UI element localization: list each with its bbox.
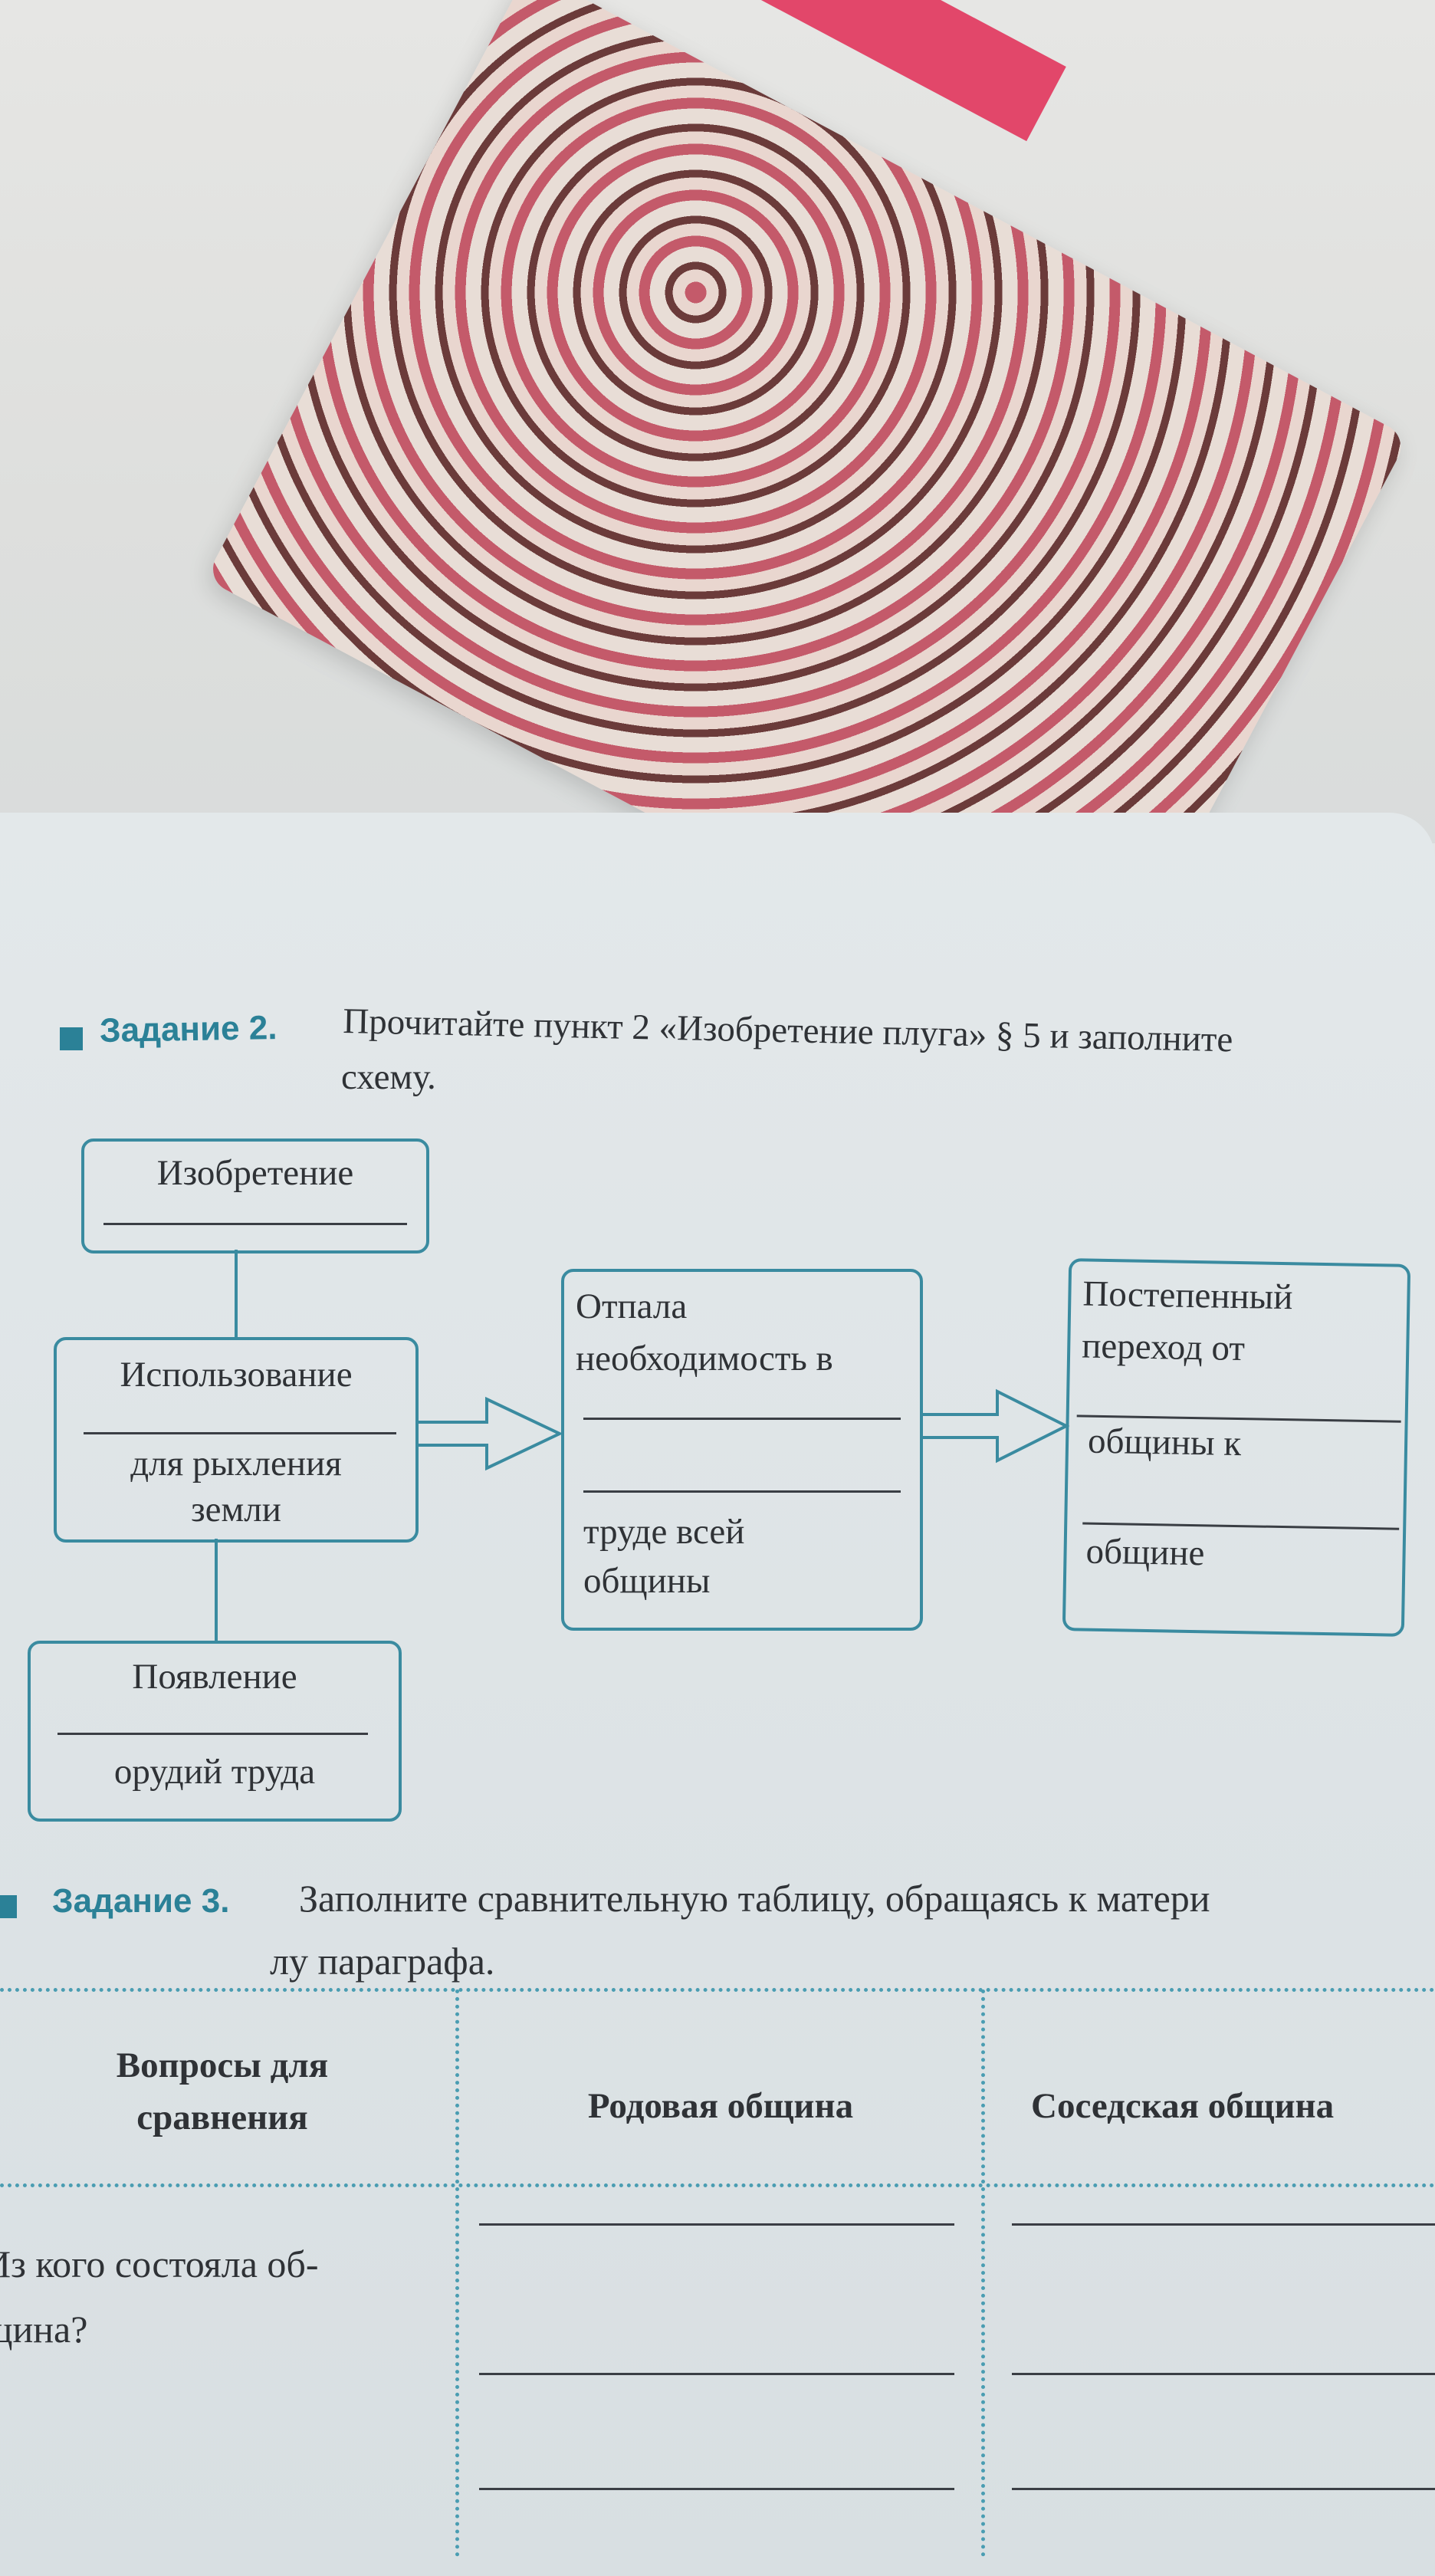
box-text: орудий труда: [113, 1752, 316, 1792]
box-text: переход от: [1081, 1326, 1246, 1369]
table-row-question: Из кого состояла об-: [0, 2242, 319, 2285]
connector-line: [215, 1539, 218, 1642]
header-text: сравнения: [136, 2098, 308, 2138]
task3-instruction: Заполните сравнительную таблицу, обращая…: [299, 1877, 1210, 1920]
table-divider: [981, 1990, 985, 2557]
box-text: необходимость в: [576, 1339, 833, 1379]
answer-blank[interactable]: [479, 2488, 954, 2490]
blank-field[interactable]: [84, 1432, 396, 1434]
box-invention: Изобретение: [81, 1138, 429, 1254]
box-text: Постепенный: [1082, 1273, 1293, 1318]
table-header-clan: Родовая община: [587, 2086, 854, 2126]
table-border: [0, 2183, 1435, 2187]
blank-field[interactable]: [583, 1490, 901, 1493]
answer-blank[interactable]: [1012, 2223, 1435, 2226]
task-marker-icon: [60, 1027, 83, 1050]
answer-blank[interactable]: [1012, 2488, 1435, 2490]
box-text: для рыхления: [130, 1444, 342, 1484]
table-header-questions: Вопросы для сравнения: [46, 2039, 399, 2144]
task2-label: Задание 2.: [99, 1008, 277, 1050]
box-text: общины к: [1087, 1421, 1242, 1464]
box-text: Изобретение: [156, 1153, 354, 1193]
header-text: Вопросы для: [116, 2045, 329, 2085]
table-row-question-cont: щина?: [0, 2308, 88, 2351]
answer-blank[interactable]: [1012, 2373, 1435, 2375]
box-text: Отпала: [576, 1286, 688, 1326]
box-text: общины: [583, 1561, 711, 1602]
arrow-right-icon: [418, 1396, 563, 1471]
answer-blank[interactable]: [479, 2223, 954, 2226]
box-appearance: Появление орудий труда: [28, 1641, 402, 1822]
workbook-page: [0, 813, 1435, 2576]
box-text: труде всей: [583, 1512, 745, 1552]
task-marker-icon: [0, 1895, 17, 1918]
box-use: Использование для рыхления земли: [54, 1337, 419, 1543]
connector-line: [235, 1250, 238, 1338]
answer-blank[interactable]: [479, 2373, 954, 2375]
task3-instruction-cont: лу параграфа.: [270, 1940, 495, 1983]
table-divider: [455, 1990, 459, 2557]
box-need: Отпала необходимость в труде всей общины: [561, 1269, 923, 1631]
table-header-neighbor: Соседская община: [1031, 2086, 1335, 2126]
task3-label: Задание 3.: [52, 1882, 230, 1920]
blank-field[interactable]: [57, 1733, 368, 1735]
box-text: общине: [1085, 1531, 1205, 1574]
blank-field[interactable]: [103, 1223, 407, 1225]
box-text: земли: [191, 1490, 281, 1530]
table-border: [0, 1988, 1435, 1992]
box-text: Использование: [120, 1355, 353, 1395]
box-text: Появление: [132, 1657, 297, 1697]
box-transition: Постепенный переход от общины к общине: [1062, 1258, 1411, 1637]
blank-field[interactable]: [583, 1418, 901, 1420]
task2-instruction-cont: схему.: [341, 1057, 436, 1097]
blank-field[interactable]: [1082, 1522, 1400, 1530]
arrow-right-icon: [921, 1388, 1070, 1464]
